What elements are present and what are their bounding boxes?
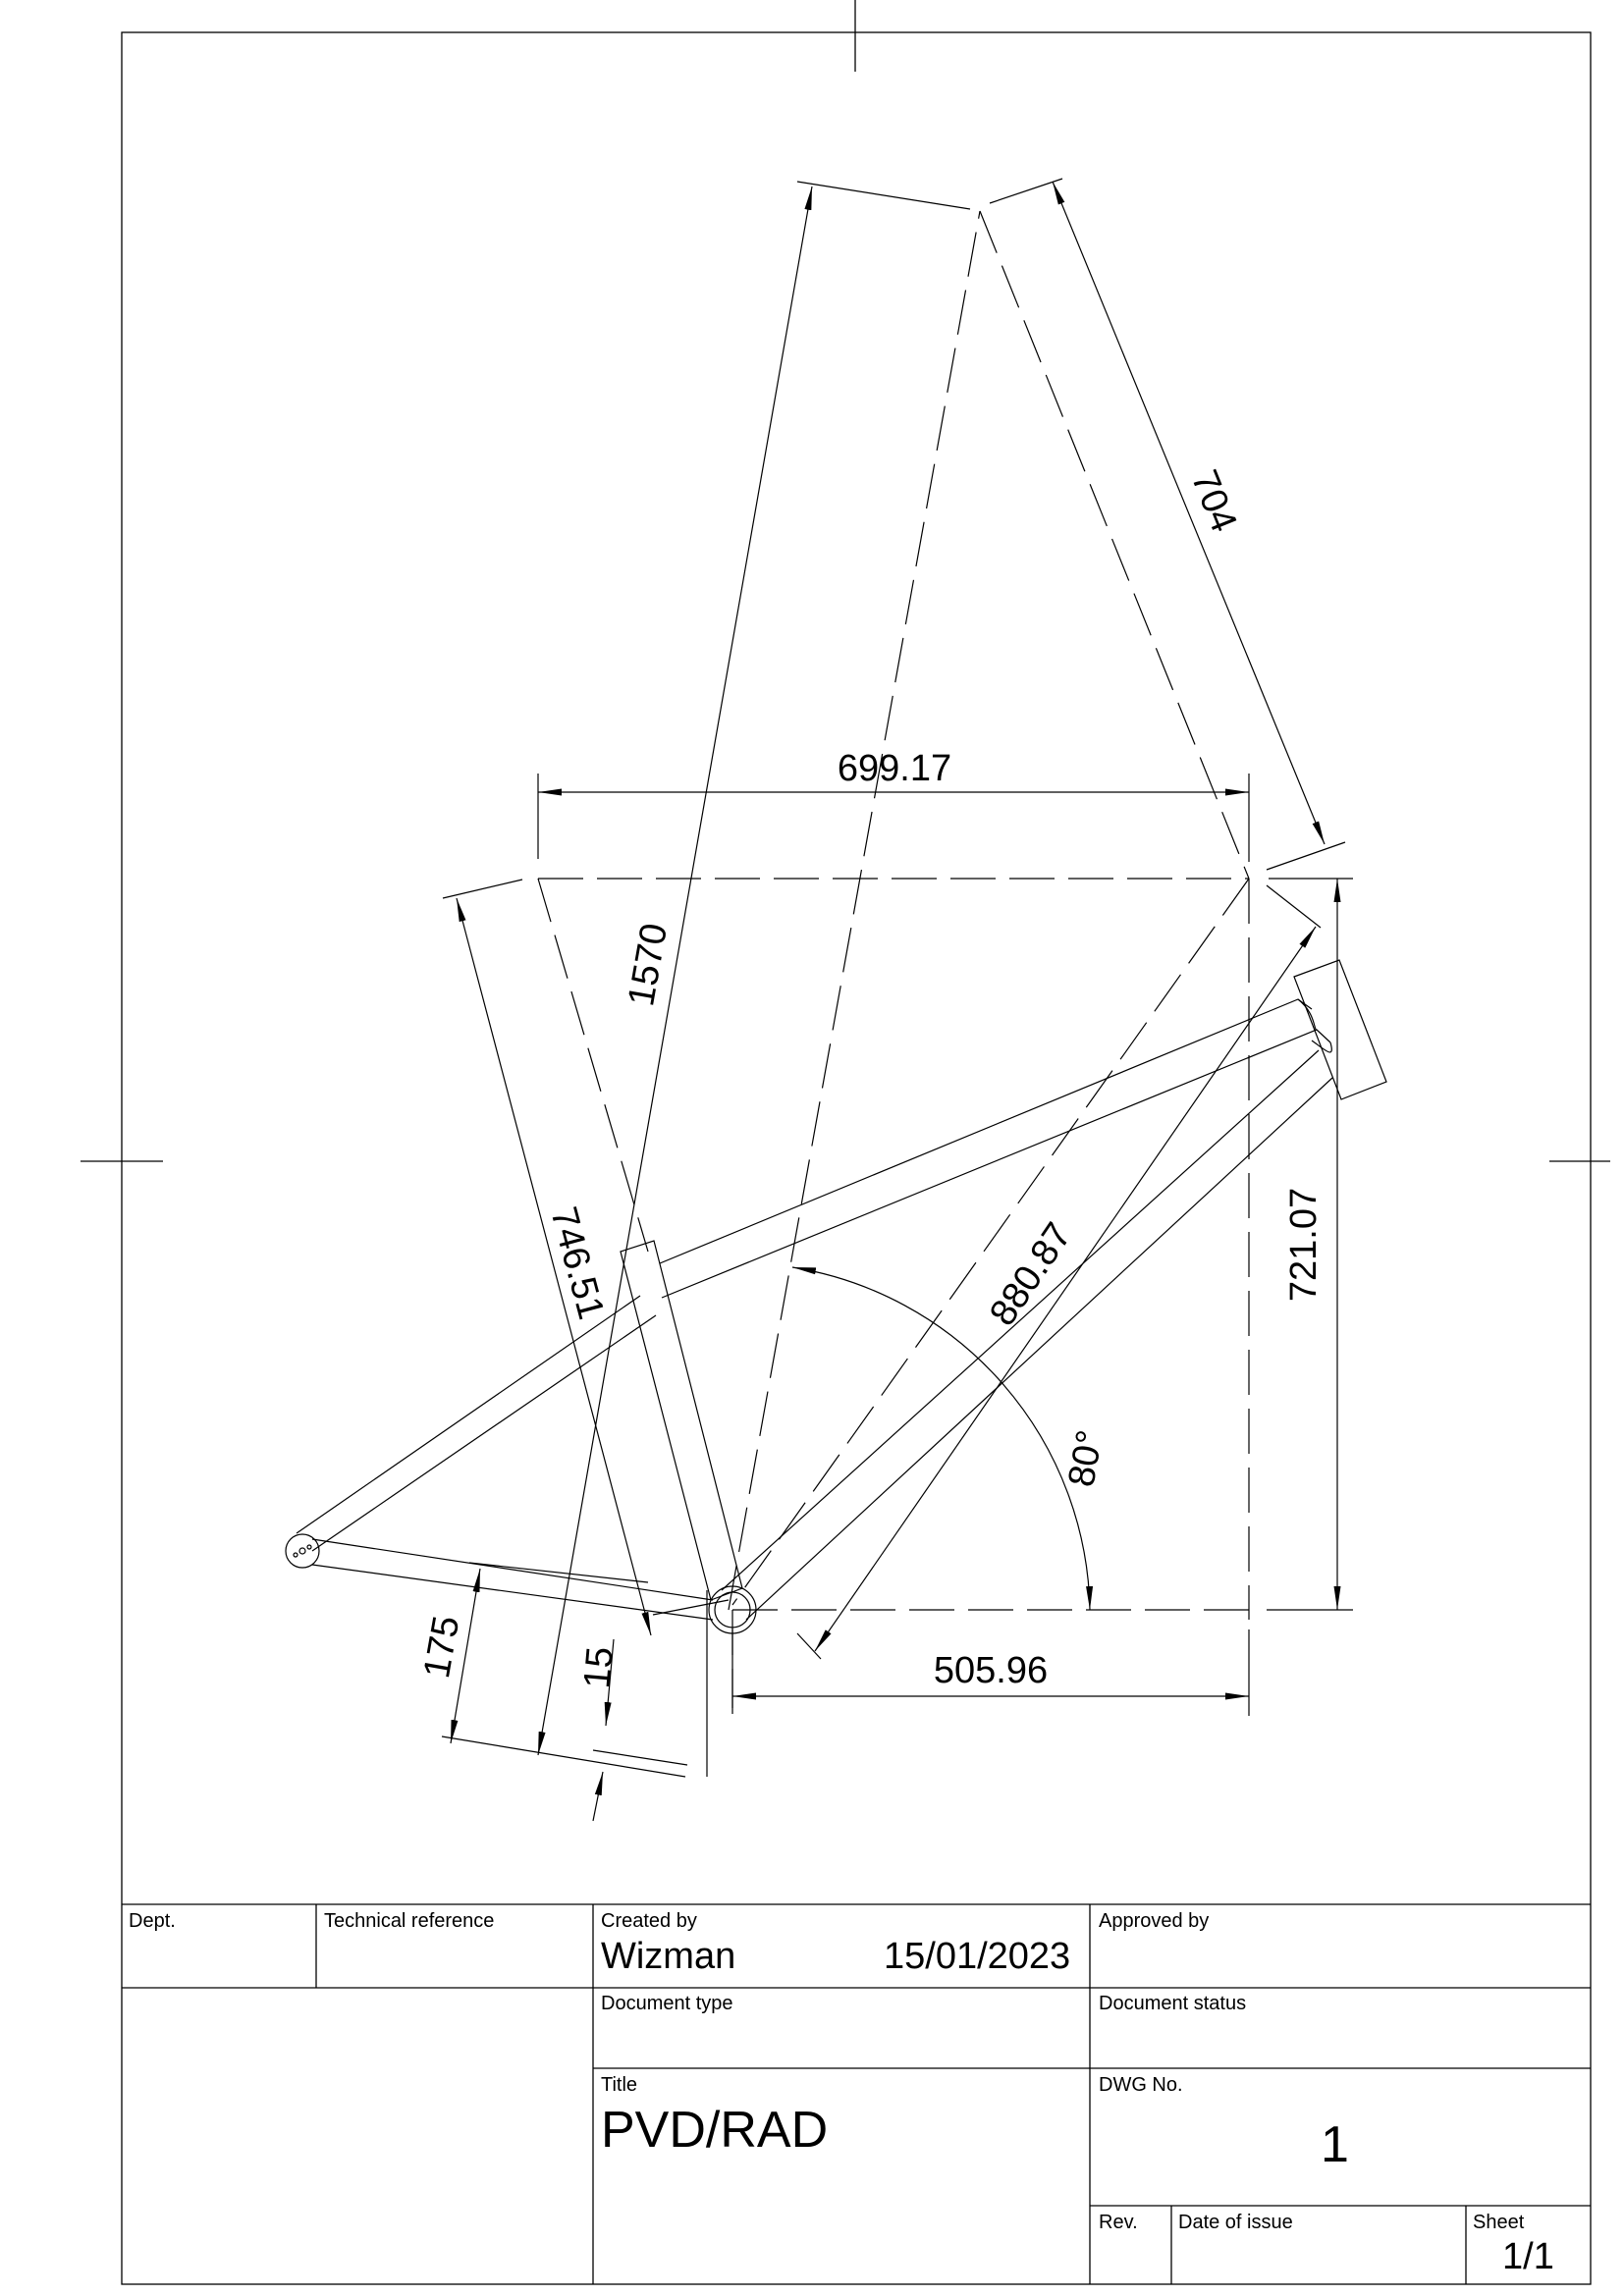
approved-by-label: Approved by [1099, 1910, 1210, 1932]
dwg-no-value: 1 [1321, 2116, 1349, 2173]
dim-line-top [1052, 181, 1326, 845]
title-label: Title [601, 2074, 638, 2096]
created-date: 15/01/2023 [884, 1936, 1071, 1977]
dept-label: Dept. [129, 1910, 176, 1932]
dimension-lines [450, 181, 1341, 1822]
created-by-value: Wizman [601, 1936, 736, 1977]
extension-lines [441, 178, 1353, 1778]
dim-arc-angle [791, 1266, 1094, 1611]
sheet-value: 1/1 [1502, 2236, 1554, 2277]
title-value: PVD/RAD [601, 2102, 829, 2159]
dim-chainstay: 505.96 [934, 1650, 1048, 1691]
dim-line-offset-b [592, 1771, 604, 1822]
bike-frame [285, 959, 1387, 1634]
dim-angle: 80° [1061, 1427, 1111, 1490]
document-type-label: Document type [601, 1993, 733, 2014]
sheet-border [81, 0, 1610, 2285]
dim-offset: 15 [576, 1645, 622, 1690]
dim-reach: 699.17 [838, 748, 951, 789]
dim-top: 704 [1183, 464, 1245, 538]
document-status-label: Document status [1099, 1993, 1247, 2014]
dim-line-down-tube [814, 926, 1317, 1652]
dimension-labels: 699.17 721.07 505.96 704 1570 746.51 880… [416, 464, 1325, 1691]
technical-reference-label: Technical reference [324, 1910, 495, 1932]
date-of-issue-label: Date of issue [1178, 2212, 1293, 2233]
dim-stack: 721.07 [1283, 1188, 1325, 1302]
dim-line-offset-a [604, 1638, 615, 1727]
dim-line-wheelbase [537, 186, 813, 1756]
rev-label: Rev. [1099, 2212, 1138, 2233]
dim-line-seat-tube [456, 897, 652, 1636]
title-block-grid [122, 1903, 1591, 2284]
dim-wheelbase: 1570 [621, 921, 676, 1010]
sheet-label: Sheet [1473, 2212, 1525, 2233]
dim-line-bb-drop [450, 1568, 481, 1744]
dim-bb-drop: 175 [416, 1613, 467, 1682]
dwg-no-label: DWG No. [1099, 2074, 1183, 2096]
created-by-label: Created by [601, 1910, 697, 1932]
